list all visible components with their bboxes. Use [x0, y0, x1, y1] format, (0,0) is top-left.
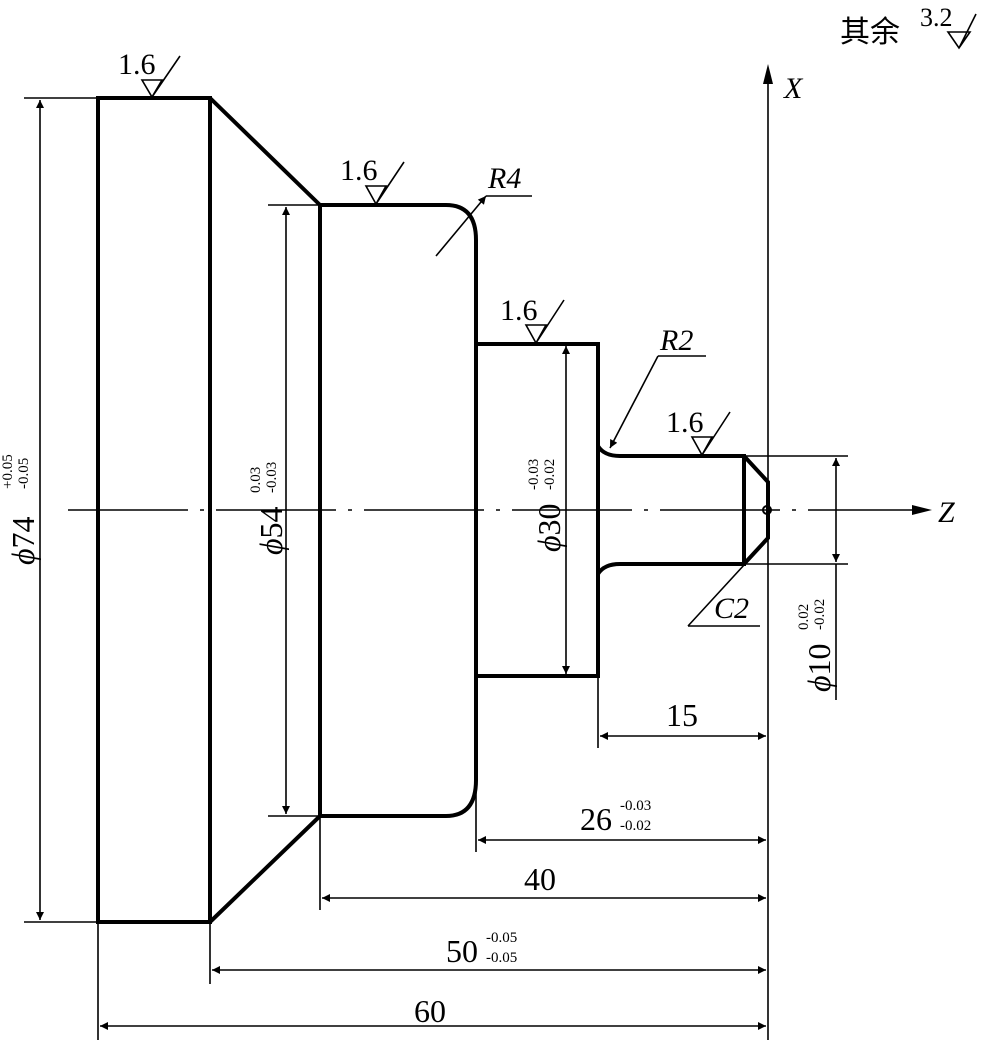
z-axis-arrow-icon	[912, 505, 932, 515]
section-d30	[476, 342, 600, 678]
dim-value: 50	[446, 933, 478, 969]
radius-label: R4	[487, 162, 521, 195]
chamfer-label: C2	[714, 592, 749, 625]
dim-d74: ϕ74 +0.05 -0.05	[0, 97, 98, 923]
dim-value: 40	[524, 861, 556, 897]
dim-value: 10	[801, 643, 837, 675]
roughness-mark-1: 1.6	[118, 48, 181, 99]
diameter-symbol: ϕ	[531, 535, 567, 552]
dim-l50: 50 -0.05 -0.05	[209, 922, 766, 984]
tol-upper: 0.02	[796, 604, 812, 630]
dim-l40: 40	[319, 816, 766, 910]
roughness-mark-3: 1.6	[500, 294, 565, 345]
roughness-mark-4: 1.6	[666, 406, 731, 457]
svg-text:ϕ30: ϕ30	[531, 503, 567, 552]
taper-top	[208, 96, 322, 207]
tol-lower: -0.02	[620, 818, 651, 834]
tol-lower: -0.03	[264, 462, 280, 493]
dim-l26: 26 -0.03 -0.02	[475, 676, 766, 852]
tol-lower: -0.05	[16, 458, 32, 489]
svg-text:ϕ54: ϕ54	[253, 506, 289, 555]
roughness-symbol-icon	[524, 299, 565, 345]
tol-upper: +0.05	[0, 454, 16, 489]
general-roughness-note: 其余 3.2	[840, 3, 977, 50]
axes: X Z	[68, 64, 955, 1040]
dim-l60: 60	[97, 922, 766, 1040]
roughness-value: 1.6	[500, 294, 538, 327]
leader-line	[609, 355, 659, 449]
chamfer-end	[742, 454, 770, 566]
part-outline	[96, 96, 770, 924]
diameter-symbol: ϕ	[5, 548, 41, 565]
chamfer-c2-callout: C2	[687, 551, 760, 627]
general-roughness-label: 其余	[840, 16, 900, 49]
leader-line	[435, 195, 487, 257]
x-axis-arrow-icon	[763, 64, 773, 84]
tol-lower: -0.02	[812, 599, 828, 630]
section-d54	[320, 203, 478, 818]
dim-value: 54	[253, 506, 289, 538]
roughness-symbol-icon	[364, 161, 405, 206]
roughness-value: 1.6	[118, 48, 156, 81]
tol-upper: 0.03	[248, 467, 264, 493]
dim-value: 30	[531, 503, 567, 535]
dim-value: 15	[666, 697, 698, 733]
dim-value: 74	[5, 516, 41, 548]
roughness-mark-2: 1.6	[340, 154, 405, 206]
roughness-symbol-icon	[690, 411, 731, 457]
tol-upper: -0.03	[526, 459, 542, 490]
flange-d74	[96, 96, 212, 924]
tol-lower: -0.02	[542, 459, 558, 490]
radius-r2-callout: R2	[609, 324, 706, 449]
dim-value: 60	[414, 993, 446, 1029]
tol-lower: -0.05	[486, 950, 517, 966]
radius-label: R2	[659, 324, 693, 357]
section-d10	[596, 444, 746, 576]
dim-d54: ϕ54 0.03 -0.03	[248, 204, 320, 817]
z-axis-label: Z	[938, 496, 955, 529]
svg-text:ϕ10: ϕ10	[801, 643, 837, 692]
diameter-symbol: ϕ	[801, 675, 837, 692]
radius-r4-callout: R4	[435, 162, 532, 257]
taper-bottom	[208, 814, 322, 924]
x-axis-label: X	[783, 72, 804, 105]
svg-text:ϕ74: ϕ74	[5, 516, 41, 565]
dim-d30: ϕ30 -0.03 -0.02	[526, 346, 570, 674]
roughness-symbol-icon	[140, 55, 181, 99]
diameter-symbol: ϕ	[253, 538, 289, 555]
dim-l15: 15	[597, 676, 766, 748]
general-roughness-value: 3.2	[920, 3, 953, 32]
roughness-symbol-icon	[946, 13, 977, 50]
dim-value: 26	[580, 801, 612, 837]
roughness-value: 1.6	[666, 406, 704, 439]
tol-upper: -0.03	[620, 798, 651, 814]
dim-d10: ϕ10 0.02 -0.02	[744, 455, 848, 700]
roughness-value: 1.6	[340, 154, 378, 187]
tol-upper: -0.05	[486, 930, 517, 946]
